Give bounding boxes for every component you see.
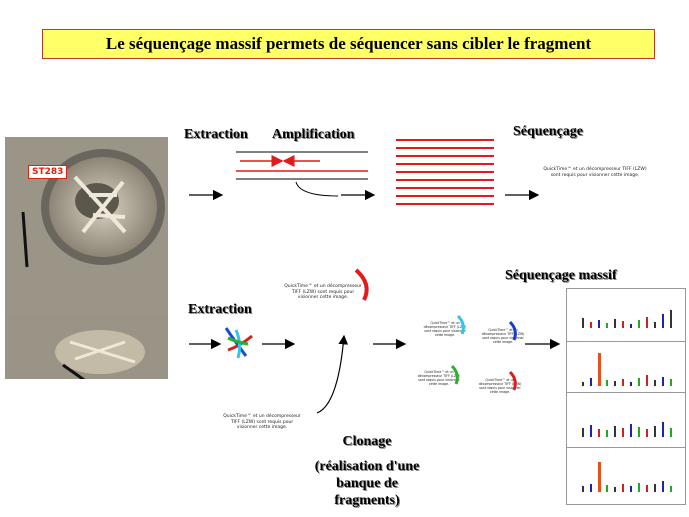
- clone-red: [510, 372, 515, 390]
- chart-1-bars: [582, 310, 672, 328]
- extracted-fragments-icon: [226, 328, 252, 358]
- clone-cyan: [458, 316, 463, 334]
- amplified-copies: [396, 140, 494, 204]
- amplification-curve: [296, 182, 338, 196]
- clone-green: [452, 366, 457, 384]
- clone-fragment-red-large: [356, 270, 367, 300]
- chart-4-bars: [582, 462, 672, 492]
- chart-3-bars: [582, 422, 672, 437]
- clone-blue: [510, 322, 515, 340]
- chart-2-bars: [582, 353, 672, 386]
- clonage-curve: [317, 336, 344, 413]
